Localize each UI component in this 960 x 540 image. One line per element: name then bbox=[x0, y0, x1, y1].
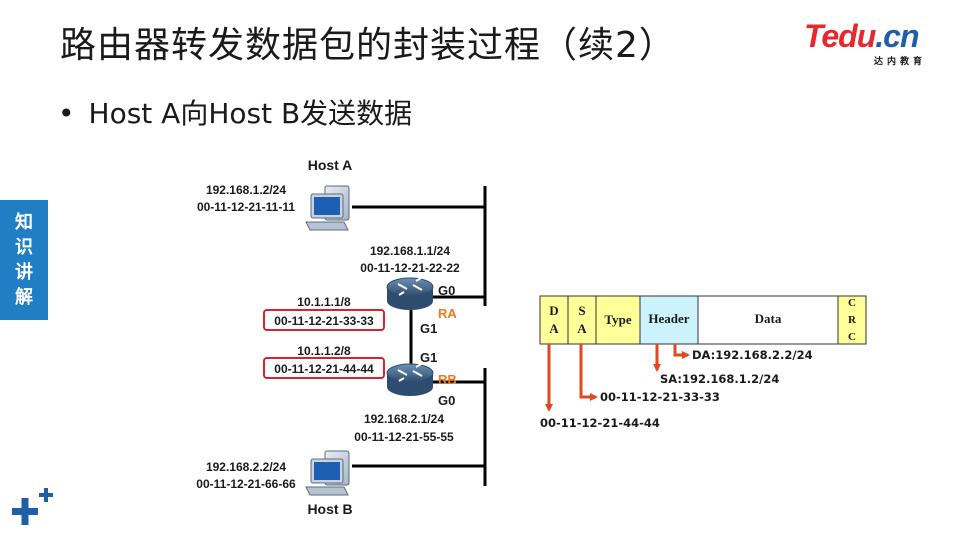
frame-field-da bbox=[539, 295, 569, 345]
rb-g0-ip: 192.168.2.1/24 bbox=[364, 412, 444, 426]
frame-label-data: Data bbox=[755, 311, 782, 326]
frame-sa-arrow bbox=[579, 344, 598, 401]
host-b-mac: 00-11-12-21-66-66 bbox=[196, 477, 296, 491]
tedu-logo: Tedu.cn 达内教育 bbox=[804, 18, 940, 70]
header-sa-annotation: SA:192.168.1.2/24 bbox=[660, 372, 779, 386]
host-b-label: Host B bbox=[307, 501, 352, 517]
rb-g0-mac: 00-11-12-21-55-55 bbox=[354, 430, 454, 444]
frame-field-type bbox=[595, 295, 641, 345]
frame-field-data bbox=[697, 295, 839, 345]
frame-da-annotation: 00-11-12-21-44-44 bbox=[540, 416, 660, 430]
bullet-dot: • bbox=[58, 97, 75, 130]
router-ra-icon bbox=[386, 277, 434, 310]
ra-g1-ip: 10.1.1.1/8 bbox=[297, 295, 351, 309]
ra-g1-highlight bbox=[263, 309, 385, 331]
section-tab-char: 知 bbox=[15, 212, 33, 233]
frame-label-type: Type bbox=[604, 312, 631, 327]
host-b-pc-icon bbox=[305, 450, 350, 496]
logo-main-text: Tedu bbox=[804, 18, 876, 54]
bullet-item: • Host A向Host B发送数据 bbox=[58, 92, 412, 132]
router-rb-icon bbox=[386, 363, 434, 396]
rb-g1-mac: 00-11-12-21-44-44 bbox=[274, 362, 374, 376]
frame-sa-annotation: 00-11-12-21-33-33 bbox=[600, 390, 720, 404]
rb-g0-port: G0 bbox=[438, 393, 455, 408]
rb-g1-ip: 10.1.1.2/8 bbox=[297, 344, 351, 358]
logo-subtitle: 达内教育 bbox=[873, 57, 926, 67]
section-tab-char: 讲 bbox=[15, 262, 33, 283]
bullet-text: Host A向Host B发送数据 bbox=[88, 97, 413, 130]
host-a-pc-icon bbox=[305, 185, 350, 231]
section-tab-char: 解 bbox=[15, 287, 33, 308]
host-a-label: Host A bbox=[308, 157, 353, 173]
host-b-ip: 192.168.2.2/24 bbox=[206, 460, 286, 474]
frame-label-header: Header bbox=[648, 311, 689, 326]
host-a-ip: 192.168.1.2/24 bbox=[206, 183, 286, 197]
host-a-mac: 00-11-12-21-11-11 bbox=[197, 200, 295, 214]
slide-title: 路由器转发数据包的封装过程（续2） bbox=[60, 25, 676, 66]
rb-g1-port: G1 bbox=[420, 350, 437, 365]
section-tab-char: 识 bbox=[15, 237, 33, 258]
frame-field-crc bbox=[837, 295, 867, 345]
logo-domain-text: .cn bbox=[875, 18, 919, 54]
ra-g0-ip: 192.168.1.1/24 bbox=[370, 244, 450, 258]
header-da-annotation: DA:192.168.2.2/24 bbox=[692, 348, 813, 362]
header-da-arrow bbox=[673, 344, 690, 359]
ra-g0-mac: 00-11-12-21-22-22 bbox=[360, 261, 460, 275]
ra-g0-port: G0 bbox=[438, 283, 455, 298]
frame-field-header bbox=[639, 295, 699, 345]
section-tab: 知 识 讲 解 bbox=[0, 200, 48, 320]
ra-g1-mac: 00-11-12-21-33-33 bbox=[274, 314, 374, 328]
plus-decor-icon bbox=[12, 488, 53, 525]
rb-name: RB bbox=[438, 372, 457, 387]
rb-g1-highlight bbox=[263, 357, 385, 379]
ra-g1-port: G1 bbox=[420, 321, 437, 336]
ra-name: RA bbox=[438, 306, 457, 321]
